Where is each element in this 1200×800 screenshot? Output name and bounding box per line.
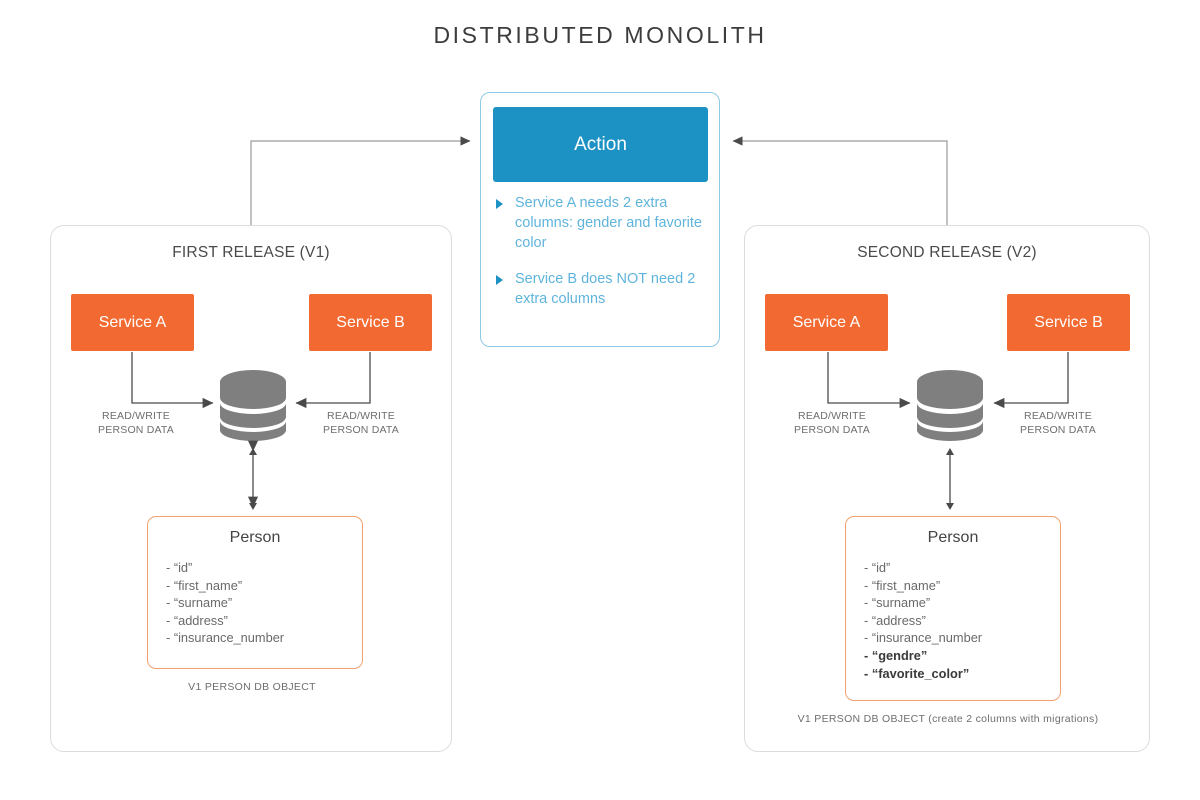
arrow-service-a-to-db	[827, 352, 911, 409]
arrow-service-b-to-db	[993, 352, 1069, 409]
service-b-label: Service B	[336, 313, 405, 331]
triangle-bullet-icon	[496, 199, 503, 209]
arrow-service-a-to-db	[131, 352, 214, 409]
person-entity-box: Person - “id”- “first_name”- “surname”- …	[147, 516, 363, 669]
connector-v2-to-action	[732, 136, 948, 225]
service-a-box: Service A	[71, 294, 194, 351]
action-bullet-item: Service B does NOT need 2 extra columns	[493, 269, 711, 309]
release-panel-v1: FIRST RELEASE (V1) Service A Service B R…	[50, 225, 452, 752]
release-panel-v2: SECOND RELEASE (V2) Service A Service B …	[744, 225, 1150, 752]
person-field: - “first_name”	[864, 577, 941, 593]
person-entity-title: Person	[229, 529, 281, 546]
panel-title: FIRST RELEASE (V1)	[172, 244, 330, 261]
person-field: - “insurance_number	[166, 630, 285, 646]
service-a-box: Service A	[765, 294, 888, 351]
read-write-label-right: READ/WRITE PERSON DATA	[1020, 410, 1096, 436]
database-cylinder-icon	[220, 370, 286, 441]
connector-v1-to-action	[250, 136, 471, 225]
service-a-label: Service A	[792, 313, 861, 331]
person-field: - “address”	[864, 612, 926, 628]
action-bullet-list: Service A needs 2 extra columns: gender …	[493, 193, 711, 325]
person-field: - “gendre”	[864, 647, 928, 663]
service-b-box: Service B	[1007, 294, 1130, 351]
person-entity-title: Person	[927, 529, 979, 546]
service-b-label: Service B	[1034, 313, 1103, 331]
database-cylinder-icon	[917, 370, 983, 441]
person-field-list: - “id” - “first_name” - “surname”- “addres…	[166, 559, 362, 647]
person-field: - “first_name”	[166, 577, 243, 593]
person-field: - “insurance_number	[864, 630, 983, 646]
person-field: - “surname”	[864, 595, 931, 611]
person-field: - “address”	[166, 612, 228, 628]
panel-title: SECOND RELEASE (V2)	[857, 244, 1037, 261]
read-write-label-right: READ/WRITE PERSON DATA	[323, 410, 399, 436]
read-write-label-left: READ/WRITE PERSON DATA	[98, 410, 174, 436]
person-field: - “id”	[166, 560, 193, 575]
action-bullet-text: Service A needs 2 extra columns: gender …	[515, 195, 702, 251]
person-field: - “id”	[864, 560, 891, 575]
action-bullet-item: Service A needs 2 extra columns: gender …	[493, 193, 711, 253]
triangle-bullet-icon	[496, 275, 503, 285]
person-field: - “surname”	[166, 595, 233, 611]
action-bullet-text: Service B does NOT need 2 extra columns	[515, 271, 696, 307]
db-object-caption: V1 PERSON DB OBJECT	[188, 681, 316, 693]
service-a-label: Service A	[98, 313, 167, 331]
action-header: Action	[493, 107, 708, 182]
person-field: - “favorite_color”	[864, 665, 970, 681]
person-field-list: - “id” - “first_name” - “surname”- “addres…	[864, 559, 1060, 682]
service-b-box: Service B	[309, 294, 432, 351]
action-card: Action Service A needs 2 extra columns: …	[480, 92, 720, 347]
arrow-service-b-to-db	[295, 352, 371, 409]
person-entity-box: Person - “id”- “first_name”- “surname”- …	[845, 516, 1061, 701]
read-write-label-left: READ/WRITE PERSON DATA	[794, 410, 870, 436]
page-title: DISTRIBUTED MONOLITH	[433, 22, 767, 48]
db-object-caption: V1 PERSON DB OBJECT (create 2 columns wi…	[797, 713, 1099, 725]
